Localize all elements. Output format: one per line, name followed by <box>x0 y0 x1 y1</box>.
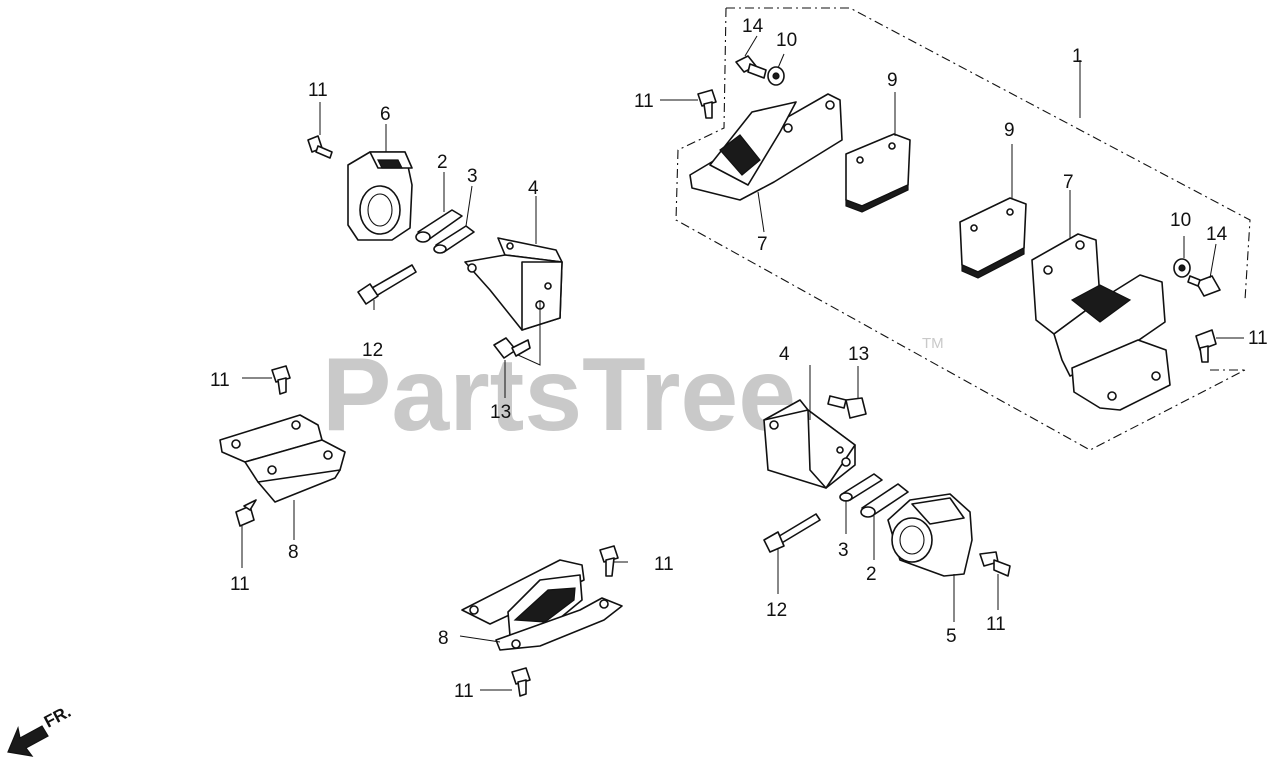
part-13-bolt-lower <box>827 395 867 419</box>
watermark-trademark: TM <box>922 335 944 352</box>
part-14-bolt-upper <box>735 55 767 79</box>
callout-9: 9 <box>887 70 898 91</box>
callout-4: 4 <box>779 344 790 365</box>
callout-3: 3 <box>838 540 849 561</box>
part-11-bolt-f <box>697 89 717 119</box>
callout-1: 1 <box>1072 46 1083 67</box>
part-2-sleeve-upper <box>415 209 463 243</box>
callout-4: 4 <box>528 178 539 199</box>
part-5-rubber-mount <box>887 493 973 577</box>
callout-14: 14 <box>742 16 764 37</box>
part-11-bolt-h <box>979 551 1011 577</box>
part-7-bracket-lower <box>1031 233 1171 411</box>
part-8-mount-left <box>219 414 346 503</box>
callout-9: 9 <box>1004 120 1015 141</box>
part-11-bolt-d <box>599 545 619 577</box>
part-11-bolt-g <box>1195 329 1217 363</box>
arrow-icon <box>7 725 49 757</box>
leader-lines <box>241 35 1244 691</box>
part-11-bolt-a <box>307 135 333 159</box>
part-12-bolt-lower <box>763 513 821 553</box>
callout-13: 13 <box>848 344 869 365</box>
part-10-washer-upper <box>767 66 785 86</box>
part-14-bolt-lower <box>1187 275 1221 297</box>
part-9-plate-lower <box>959 197 1027 279</box>
callout-8: 8 <box>288 542 299 563</box>
callout-11: 11 <box>308 80 328 101</box>
callout-8: 8 <box>438 628 449 649</box>
part-13-bolt-upper <box>493 337 531 359</box>
part-7-bracket-upper <box>689 93 843 201</box>
part-11-bolt-c <box>235 499 257 527</box>
callout-2: 2 <box>437 152 448 173</box>
callout-labels: 1 2 2 3 3 4 4 5 6 7 7 8 8 9 9 10 10 11 1… <box>210 16 1268 702</box>
part-9-plate-upper <box>845 133 911 213</box>
part-3-sleeve-upper <box>433 225 475 254</box>
callout-7: 7 <box>1063 172 1074 193</box>
callout-11: 11 <box>634 91 654 112</box>
part-8-mount-bottom <box>461 559 623 651</box>
watermark-text: PartsTree <box>322 337 796 453</box>
part-6-rubber-mount <box>347 151 413 241</box>
part-3-sleeve-lower <box>839 473 883 502</box>
callout-6: 6 <box>380 104 391 125</box>
callout-11: 11 <box>454 681 474 702</box>
part-2-sleeve-lower <box>860 483 909 518</box>
callout-11: 11 <box>654 554 674 575</box>
callout-11: 11 <box>986 614 1006 635</box>
callout-11: 11 <box>230 574 250 595</box>
part-4-bracket-upper <box>464 237 563 331</box>
callout-12: 12 <box>766 600 787 621</box>
callout-5: 5 <box>946 626 957 647</box>
callout-3: 3 <box>467 166 478 187</box>
callout-2: 2 <box>866 564 877 585</box>
callout-13: 13 <box>490 402 511 423</box>
callout-10: 10 <box>776 30 797 51</box>
callout-11: 11 <box>1248 328 1268 349</box>
front-direction-arrow: FR. <box>7 702 74 757</box>
part-11-bolt-b <box>271 365 291 395</box>
callout-11: 11 <box>210 370 230 391</box>
part-11-bolt-e <box>511 667 531 697</box>
callout-14: 14 <box>1206 224 1228 245</box>
part-4-bracket-lower <box>763 399 856 489</box>
callout-7: 7 <box>757 234 768 255</box>
callout-12: 12 <box>362 340 383 361</box>
callout-10: 10 <box>1170 210 1191 231</box>
part-12-bolt-upper <box>357 264 417 305</box>
part-10-washer-lower <box>1173 258 1191 278</box>
front-label: FR. <box>41 702 74 732</box>
assembly-frame-1 <box>675 7 1251 451</box>
